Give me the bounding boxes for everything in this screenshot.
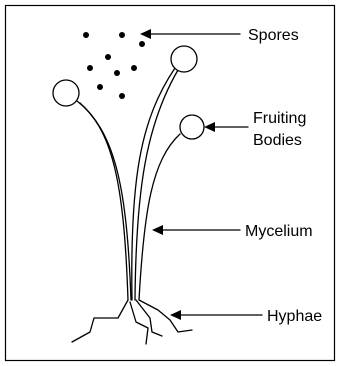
spores-group bbox=[83, 32, 145, 99]
spore bbox=[114, 70, 120, 76]
mycelium-label: Mycelium bbox=[245, 223, 313, 240]
spore bbox=[131, 65, 137, 71]
mycelium-arrowhead bbox=[152, 225, 163, 235]
spore bbox=[139, 41, 145, 47]
stalk-strand bbox=[80, 103, 131, 300]
mycelium-stalks bbox=[77, 68, 180, 300]
stalk-right bbox=[139, 134, 180, 300]
fruiting-body-top bbox=[171, 46, 197, 72]
spore bbox=[105, 54, 111, 60]
arrows bbox=[140, 29, 262, 320]
spore bbox=[119, 32, 125, 38]
hyphae-label: Hyphae bbox=[267, 308, 322, 325]
spores-label: Spores bbox=[248, 27, 299, 44]
fruiting-body-left bbox=[53, 80, 79, 106]
hyphae-arrowhead bbox=[170, 310, 181, 320]
hyphae-branch bbox=[72, 300, 128, 342]
fruiting-body-right bbox=[180, 115, 204, 139]
hyphae-roots bbox=[72, 300, 192, 344]
spore bbox=[83, 32, 89, 38]
fruiting-bodies-arrowhead bbox=[204, 122, 215, 132]
spore bbox=[97, 84, 103, 90]
spores-arrowhead bbox=[140, 29, 151, 39]
fruiting-bodies-label-line1: Fruiting bbox=[253, 110, 306, 127]
fruiting-bodies-label-line2: Bodies bbox=[253, 132, 302, 149]
spore bbox=[119, 93, 125, 99]
hyphae-branch bbox=[130, 302, 148, 344]
spore bbox=[87, 65, 93, 71]
